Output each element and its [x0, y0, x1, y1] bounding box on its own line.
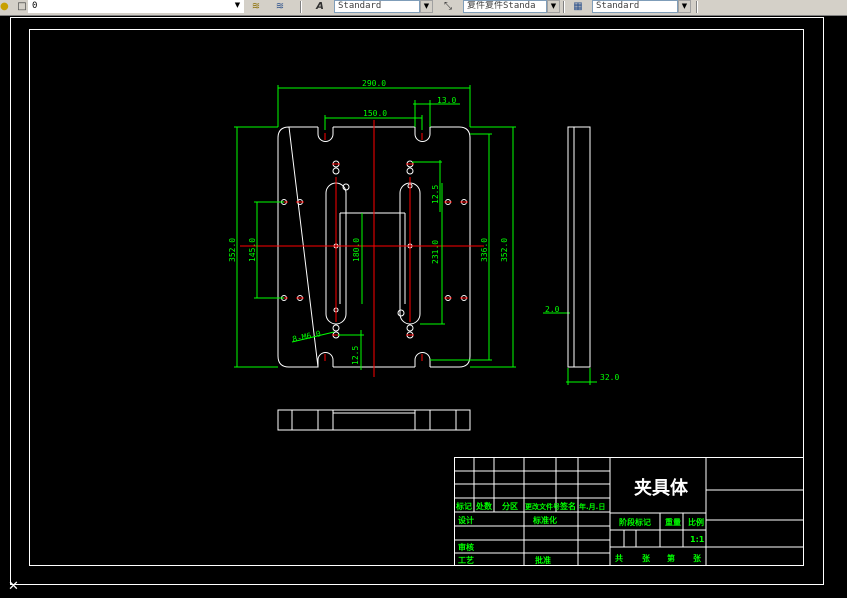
tb-weight: 重量: [665, 517, 681, 527]
tb-sheet-total: 共: [615, 553, 623, 563]
plate-side-view: [567, 126, 591, 368]
text-style-combo[interactable]: Standard: [334, 0, 420, 13]
tb-review: 审核: [458, 542, 474, 552]
table-style-combo[interactable]: Standard: [592, 0, 678, 13]
tb-header-sign: 签名: [559, 501, 576, 511]
dim-inner-height: 336.0: [480, 238, 489, 262]
title-block: [454, 457, 804, 566]
dim-style-dropdown-arrow[interactable]: ▼: [547, 0, 560, 13]
drawing-border-outer: [10, 17, 824, 585]
toolbar-separator: [300, 1, 302, 13]
table-style-icon[interactable]: ▦: [573, 1, 583, 12]
tb-header-date: 年.月.日: [579, 502, 605, 511]
tb-approve: 批准: [535, 555, 551, 565]
dim-hole-spacing: 150.0: [363, 109, 387, 118]
tb-header-count: 处数: [475, 501, 493, 511]
layer-states-icon[interactable]: ≋: [251, 1, 261, 12]
tb-header-zone: 分区: [502, 501, 518, 511]
dim-style-icon[interactable]: ⤡: [444, 1, 452, 12]
toolbar-separator: [563, 1, 565, 13]
table-style-dropdown-arrow[interactable]: ▼: [678, 0, 691, 13]
dim-hole-callout: 8-M6.0: [292, 329, 322, 344]
dim-left-height: 352.0: [228, 238, 237, 262]
layer-previous-icon[interactable]: ≋: [275, 1, 285, 12]
dim-hole-span: 145.0: [248, 238, 257, 262]
tb-sheet-no: 第: [667, 553, 675, 563]
model-space-canvas[interactable]: 290.0 150.0 13.0 352.0 145.0 180.0 12.5 …: [0, 15, 847, 598]
dimension-texts: 290.0 150.0 13.0 352.0 145.0 180.0 12.5 …: [228, 79, 619, 382]
tb-stage-mark: 阶段标记: [619, 517, 651, 527]
layer-bulb-icon: ●: [0, 1, 9, 12]
dim-right-height: 352.0: [500, 238, 509, 262]
tb-standard: 标准化: [532, 515, 557, 525]
drawing-name: 夹具体: [634, 477, 689, 499]
title-block-texts: 夹具体 标记 处数 分区 更改文件号 签名 年.月.日 设计 标准化 阶段标记 …: [455, 477, 705, 565]
dim-right-offset: 12.5: [431, 185, 440, 204]
ucs-icon: ✕: [8, 579, 19, 594]
tb-ratio: 比例: [688, 517, 704, 527]
tb-header-mark: 标记: [455, 501, 472, 511]
layer-box-icon: □: [17, 1, 27, 12]
drawing-border-inner: [29, 29, 804, 566]
tb-header-change: 更改文件号: [525, 502, 560, 511]
properties-toolbar: ● □ 0 ▼ ≋ ≋ A Standard ▼ ⤡ 复件复件Standa ▼ …: [0, 0, 847, 16]
dim-style-combo[interactable]: 复件复件Standa: [463, 0, 547, 13]
tb-sheet-label: 张: [642, 554, 651, 563]
dim-slot-width: 13.0: [437, 96, 456, 105]
tb-design: 设计: [458, 515, 474, 525]
centerlines: [240, 120, 484, 377]
dim-overall-width: 290.0: [362, 79, 386, 88]
dim-bottom-offset: 12.5: [351, 346, 360, 365]
dim-thickness: 32.0: [600, 373, 619, 382]
tb-sheet-label2: 张: [693, 554, 702, 563]
text-style-icon[interactable]: A: [316, 1, 324, 12]
dim-slot-length: 180.0: [352, 238, 361, 262]
dim-slot-span: 231.0: [431, 240, 440, 264]
layer-dropdown-arrow[interactable]: ▼: [231, 0, 244, 13]
layer-combo[interactable]: 0: [28, 0, 244, 13]
dim-side-offset: 2.0: [545, 305, 560, 314]
tb-process: 工艺: [458, 555, 474, 565]
toolbar-separator: [696, 1, 698, 13]
dimension-lines: [234, 85, 597, 385]
text-style-dropdown-arrow[interactable]: ▼: [420, 0, 433, 13]
tb-scale-value: 1:1: [690, 535, 705, 544]
plate-bottom-view: [277, 409, 471, 431]
